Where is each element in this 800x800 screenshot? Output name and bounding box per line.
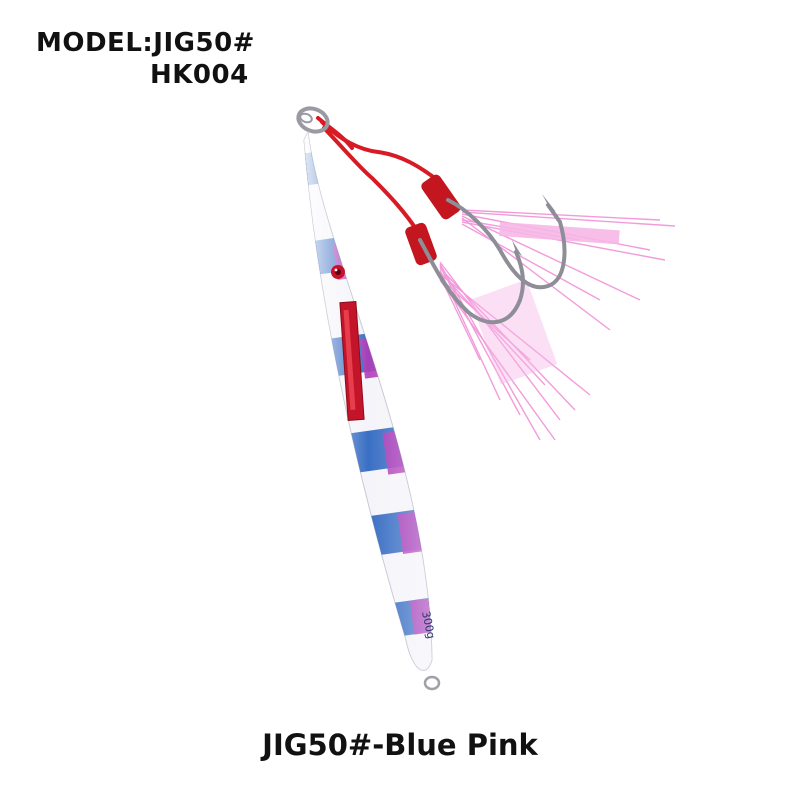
hook-points [512, 194, 556, 256]
assist-hooks [418, 198, 567, 325]
jig-eye [331, 265, 345, 279]
model-label: MODEL:JIG50# [36, 28, 255, 58]
red-assist-cord [316, 116, 442, 234]
tail-eye [423, 675, 441, 691]
jig-body: 300g [303, 130, 438, 671]
jig-weight-marking: 300g [419, 610, 438, 640]
product-code-label: HK004 [150, 60, 249, 90]
product-caption: JIG50#-Blue Pink [262, 728, 538, 762]
pink-skirt-glitter [469, 222, 620, 385]
split-ring [296, 106, 330, 134]
pink-skirt [439, 209, 676, 441]
jig-stripes [304, 132, 432, 671]
red-thread-wraps [405, 174, 461, 266]
